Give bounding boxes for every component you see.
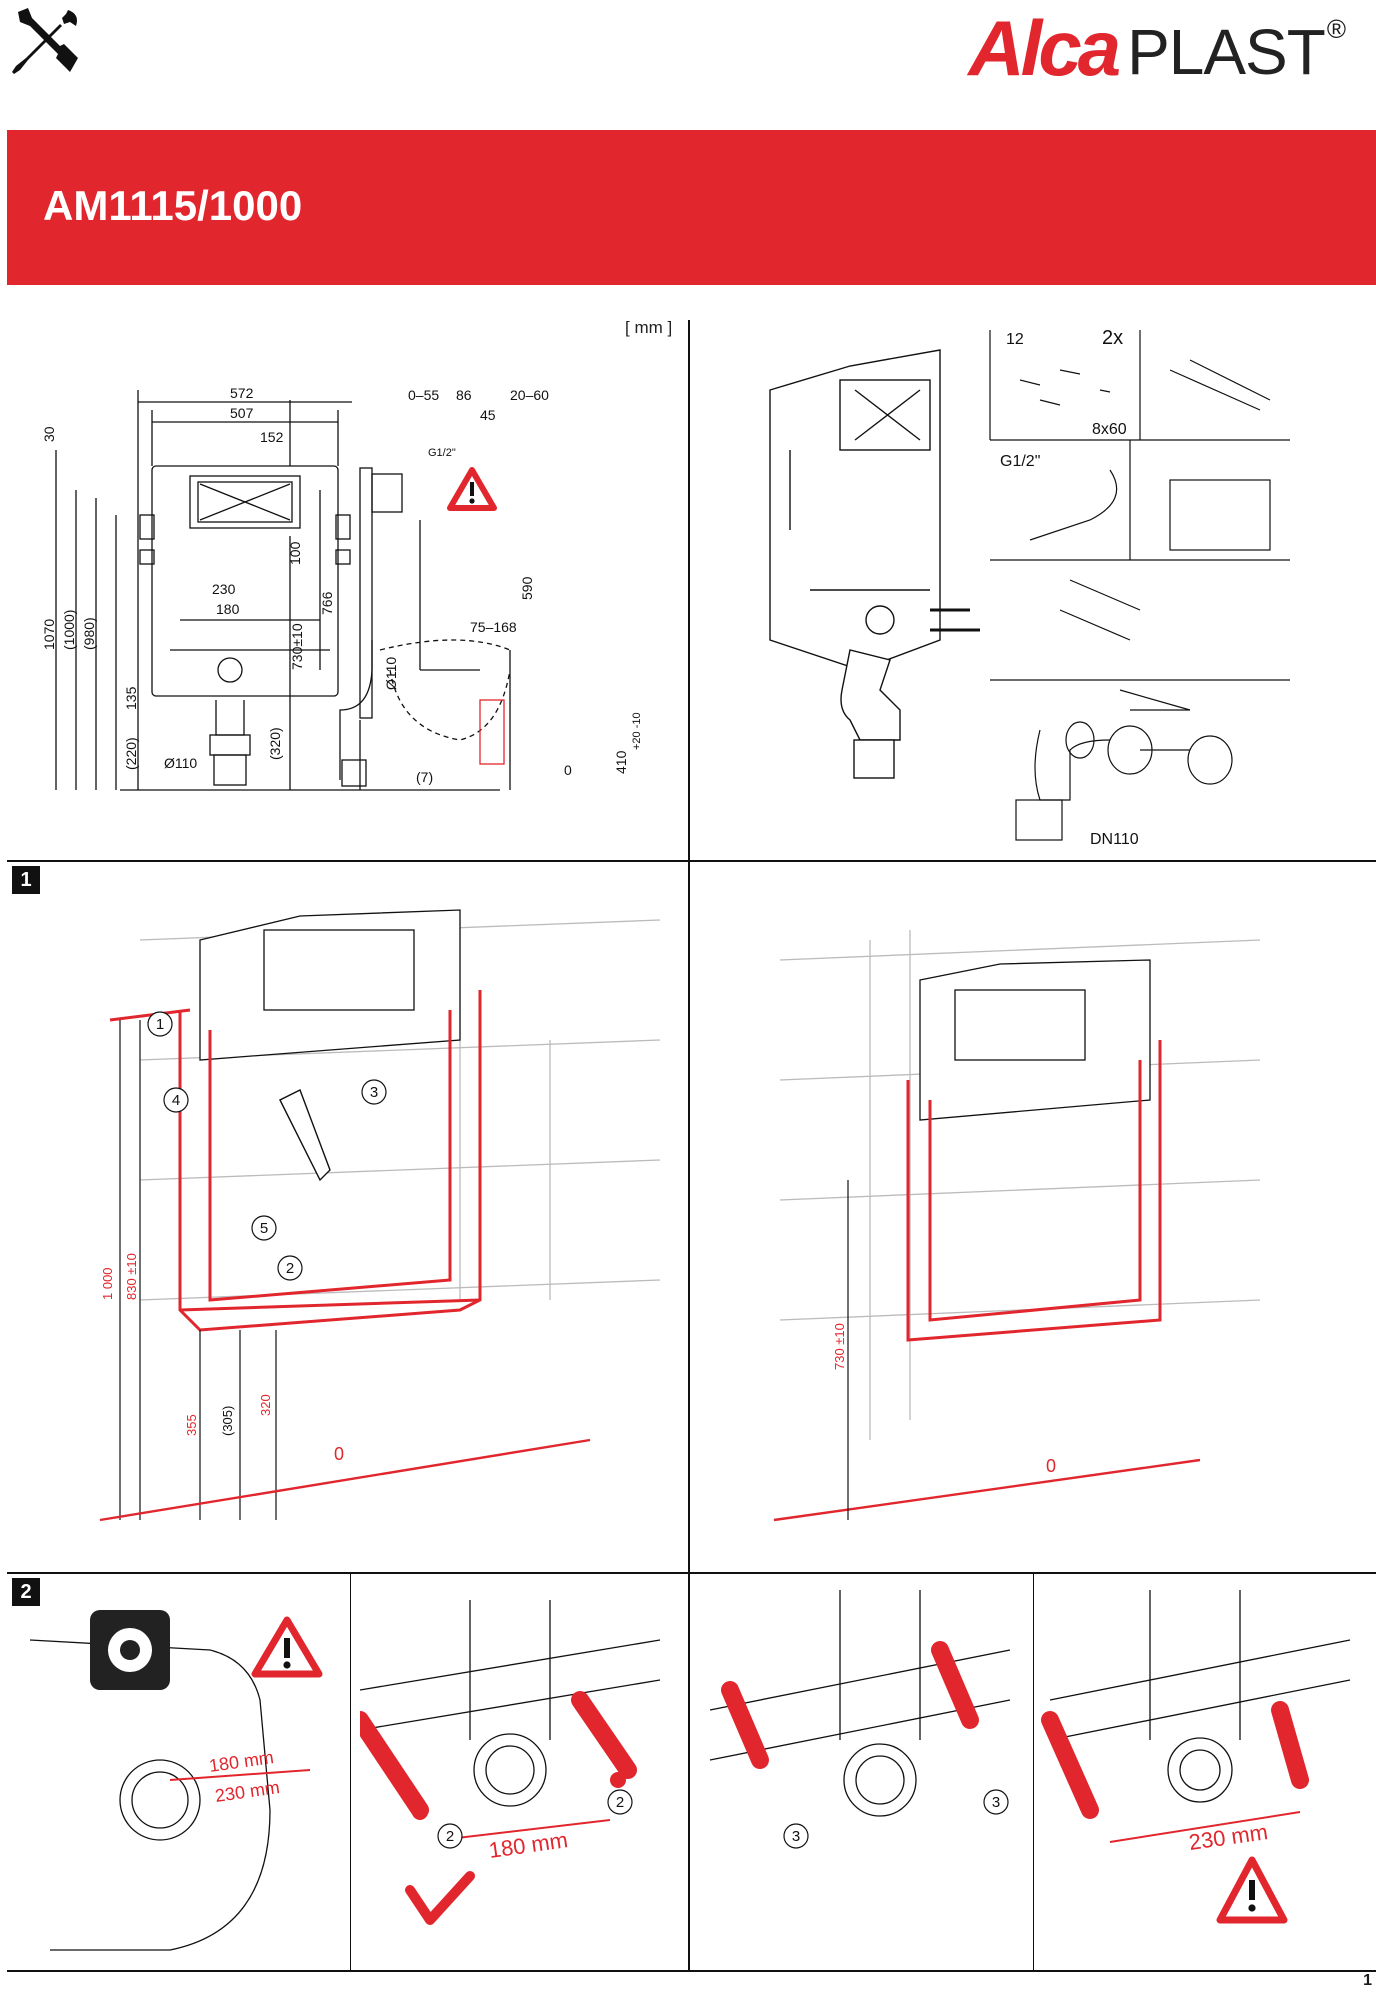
units-label: [ mm ] bbox=[625, 318, 673, 337]
side-75-168: 75–168 bbox=[470, 619, 517, 635]
parts-qty-12: 12 bbox=[1006, 331, 1024, 348]
side-20-60: 20–60 bbox=[510, 387, 549, 403]
dim-766: 766 bbox=[319, 591, 335, 615]
dim-135: 135 bbox=[123, 686, 139, 710]
step2-b-callout-2b: 2 bbox=[616, 1794, 624, 1811]
side-45: 45 bbox=[480, 407, 496, 423]
side-0-55: 0–55 bbox=[408, 387, 439, 403]
step-1-left-illustration: 1 2 3 4 5 1 000 830 ±10 355 (305) 320 0 bbox=[99, 909, 661, 1522]
tools-icon bbox=[12, 8, 78, 74]
warning-icon bbox=[447, 467, 497, 511]
product-code: AM1115/1000 bbox=[43, 182, 303, 229]
side-86: 86 bbox=[456, 387, 472, 403]
side-tolerance: +20 -10 bbox=[631, 712, 643, 750]
dim-320: (320) bbox=[267, 727, 283, 760]
step2-c-callout-3b: 3 bbox=[992, 1794, 1000, 1811]
tape-180: 180 mm bbox=[208, 1747, 275, 1776]
warning-icon bbox=[251, 1616, 323, 1678]
divider-step2-a bbox=[350, 1572, 351, 1970]
side-g12: G1/2" bbox=[428, 447, 456, 459]
dim-1000: (1000) bbox=[61, 610, 77, 650]
brand-alca: Alca bbox=[968, 4, 1121, 92]
step1-dim-305: (305) bbox=[220, 1406, 235, 1436]
parts-screw-8x60: 8x60 bbox=[1092, 421, 1127, 438]
step2-c-callout-3a: 3 bbox=[792, 1828, 800, 1845]
step2-b-callout-2a: 2 bbox=[446, 1828, 454, 1845]
step1-right-zero: 0 bbox=[1046, 1456, 1056, 1476]
divider-h-1 bbox=[7, 860, 1376, 862]
step-1-badge: 1 bbox=[12, 866, 40, 894]
step1-callout-2: 2 bbox=[286, 1260, 294, 1277]
side-410: 410 bbox=[613, 750, 629, 774]
divider-vertical-bottom bbox=[688, 1572, 690, 1972]
step-1-right-illustration: 730 ±10 0 bbox=[773, 930, 1261, 1522]
dim-980: (980) bbox=[81, 617, 97, 650]
dim-507: 507 bbox=[230, 405, 254, 421]
step-2-panel-a: 180 mm 230 mm bbox=[29, 1610, 323, 1951]
divider-h-3 bbox=[7, 1970, 1376, 1972]
divider-h-2 bbox=[7, 1572, 1376, 1574]
page-number: 1 bbox=[1363, 1972, 1372, 1989]
step1-callout-4: 4 bbox=[172, 1092, 180, 1109]
step-2-panel-b: 2 2 180 mm bbox=[360, 1600, 661, 1925]
step-2-panel-c: 3 3 bbox=[709, 1590, 1011, 1849]
checkmark-icon bbox=[405, 1871, 475, 1925]
tape-measure-icon bbox=[90, 1610, 170, 1690]
step1-zero: 0 bbox=[334, 1444, 344, 1464]
dim-1070: 1070 bbox=[41, 619, 57, 650]
dim-572: 572 bbox=[230, 385, 254, 401]
technical-drawing: 572 507 152 30 1070 (1000) (980) 230 180… bbox=[41, 385, 643, 791]
step1-callout-1: 1 bbox=[156, 1016, 164, 1033]
dim-30: 30 bbox=[41, 426, 57, 442]
divider-step2-c bbox=[1033, 1572, 1034, 1970]
parts-dn110: DN110 bbox=[1090, 831, 1139, 848]
dim-220: (220) bbox=[123, 737, 139, 770]
dim-100: 100 bbox=[287, 541, 303, 565]
side-d110: Ø110 bbox=[383, 657, 399, 690]
step1-callout-3: 3 bbox=[370, 1084, 378, 1101]
parts-qty-2x: 2x bbox=[1102, 330, 1123, 349]
step-2-badge: 2 bbox=[12, 1578, 40, 1606]
title-banner: AM1115/1000 bbox=[7, 130, 1376, 285]
brand-registered: ® bbox=[1326, 14, 1346, 44]
brand-plast: PLAST bbox=[1127, 16, 1326, 88]
tape-230: 230 mm bbox=[214, 1777, 281, 1806]
parts-inlet-g12: G1/2" bbox=[1000, 453, 1040, 470]
step1-dim-355: 355 bbox=[184, 1414, 199, 1436]
step-2-panel-d: 230 mm bbox=[1041, 1590, 1351, 1924]
product-illustration: 12 2x 8x60 G1/2" DN110 bbox=[769, 330, 1290, 848]
side-7: (7) bbox=[416, 769, 433, 785]
step1-callout-5: 5 bbox=[260, 1220, 268, 1237]
step1-dim-1000: 1 000 bbox=[100, 1267, 115, 1300]
dim-230: 230 bbox=[212, 581, 236, 597]
dim-730: 730±10 bbox=[289, 623, 305, 670]
dim-152: 152 bbox=[260, 429, 284, 445]
dim-180: 180 bbox=[216, 601, 240, 617]
step1-dim-830: 830 ±10 bbox=[124, 1253, 139, 1300]
pipes-230: 230 mm bbox=[1187, 1819, 1269, 1855]
warning-icon bbox=[1216, 1856, 1288, 1924]
brand-logo: Alca PLAST ® bbox=[968, 8, 1346, 88]
divider-vertical-top bbox=[688, 320, 690, 1572]
step1-dim-320: 320 bbox=[258, 1394, 273, 1416]
side-590: 590 bbox=[519, 576, 535, 600]
side-zero: 0 bbox=[564, 762, 572, 778]
dim-d110: Ø110 bbox=[164, 755, 197, 771]
step1-right-730: 730 ±10 bbox=[832, 1323, 847, 1370]
